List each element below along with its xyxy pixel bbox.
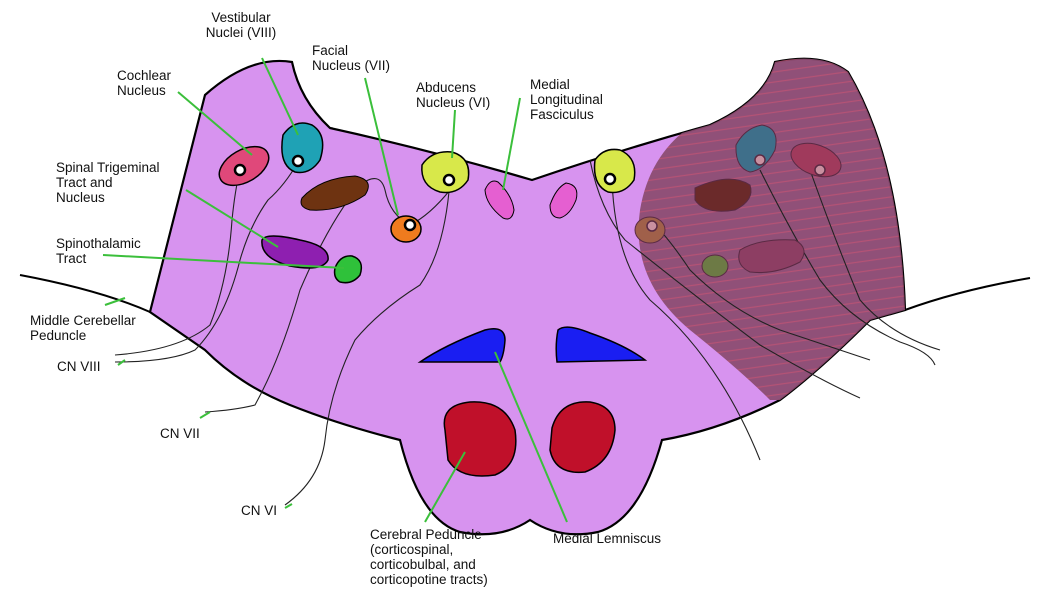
label-middle-cerebellar-peduncle: Middle Cerebellar Peduncle (30, 313, 170, 343)
label-cn-viii: CN VIII (57, 359, 137, 374)
label-facial-nucleus: Facial Nucleus (VII) (312, 43, 422, 73)
label-cn-vii: CN VII (160, 426, 240, 441)
abducens-nucleus-left (422, 152, 469, 193)
label-medial-longitudinal-fasciculus: Medial Longitudinal Fasciculus (530, 77, 650, 122)
label-medial-lemniscus: Medial Lemniscus (553, 531, 703, 546)
label-spinothalamic-tract: Spinothalamic Tract (56, 236, 176, 266)
label-cerebral-peduncle: Cerebral Peduncle (corticospinal, cortic… (370, 527, 540, 587)
outer-contour-left (20, 275, 150, 312)
label-spinal-trigeminal: Spinal Trigeminal Tract and Nucleus (56, 160, 196, 205)
cerebral-peduncle-left (444, 402, 516, 476)
label-cn-vi: CN VI (241, 503, 321, 518)
abducens-nucleus-right (595, 149, 635, 192)
outer-contour-right (905, 278, 1030, 310)
label-cochlear-nucleus: Cochlear Nucleus (117, 68, 217, 98)
label-abducens-nucleus: Abducens Nucleus (VI) (416, 80, 526, 110)
label-vestibular-nuclei: Vestibular Nuclei (VIII) (186, 10, 296, 40)
